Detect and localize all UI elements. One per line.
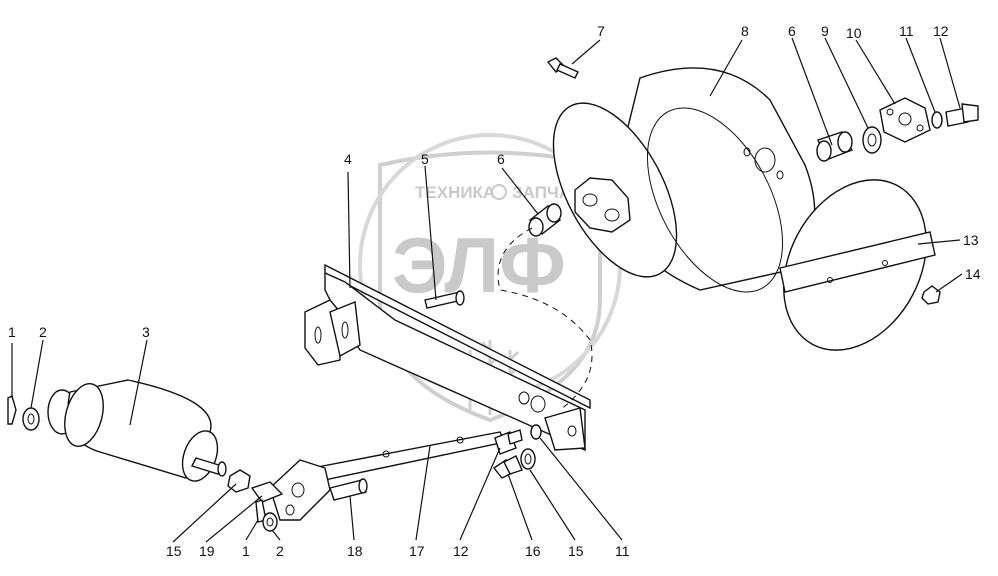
plate-10 [879,97,931,143]
callout-12-top: 12 [933,23,949,39]
callout-11-top: 11 [899,23,914,39]
callout-15-left: 15 [166,543,182,559]
cylinder-rod-end [217,461,227,477]
washer-15-bottom [520,448,536,470]
washer-9 [862,126,882,154]
washer-left [22,407,40,431]
callout-2-left: 2 [39,324,47,340]
callout-1-left: 1 [8,324,16,340]
bracket-top-edge [324,263,591,410]
callout-9: 9 [821,23,829,39]
drum-housing [552,67,816,293]
bolt-7-shank [556,63,579,79]
lever-clevis [269,459,331,521]
drum-mount-flange [574,177,631,233]
callout-12-bottom: 12 [453,543,469,559]
callout-8: 8 [741,23,749,39]
callout-18: 18 [347,543,363,559]
callout-7: 7 [597,23,605,39]
bracket [304,263,591,452]
lever-arm [300,431,507,483]
bracket-end-tab [544,407,586,451]
washer-11-top [931,111,943,129]
leader-lines [11,37,963,543]
watermark-gear-icon [491,184,507,200]
nut-14 [921,285,941,305]
watermark-text-left: ТЕХНИКА [415,183,495,202]
callout-1-bottom: 1 [242,543,250,559]
cylinder-rear-cap [64,383,104,447]
callout-14: 14 [965,266,981,282]
callout-17: 17 [409,543,425,559]
clevis-19 [250,481,284,503]
lever [269,431,507,521]
callout-19: 19 [199,543,215,559]
callout-15-bottom: 15 [568,543,584,559]
callouts: 1 2 3 4 5 6 7 8 6 9 10 11 12 13 14 15 19… [8,23,981,559]
pin-18 [329,479,367,501]
washer-bottom [262,512,278,532]
cylinder [47,379,227,482]
drum-cover [779,179,936,351]
callout-6-right: 6 [788,23,796,39]
washer-11-bottom [530,424,542,440]
callout-6-middle: 6 [497,151,505,167]
callout-13: 13 [963,232,979,248]
callout-3: 3 [142,324,150,340]
bracket-foot-right [329,301,361,358]
callout-10: 10 [846,25,862,41]
callout-2-bottom: 2 [276,543,284,559]
callout-4: 4 [344,151,352,167]
callout-11-bottom: 11 [615,543,630,559]
callout-5: 5 [421,151,429,167]
callout-16: 16 [525,543,541,559]
cylinder-rod [191,457,223,475]
cover-stiffener [779,231,936,293]
cotter-pin-left [7,394,17,425]
